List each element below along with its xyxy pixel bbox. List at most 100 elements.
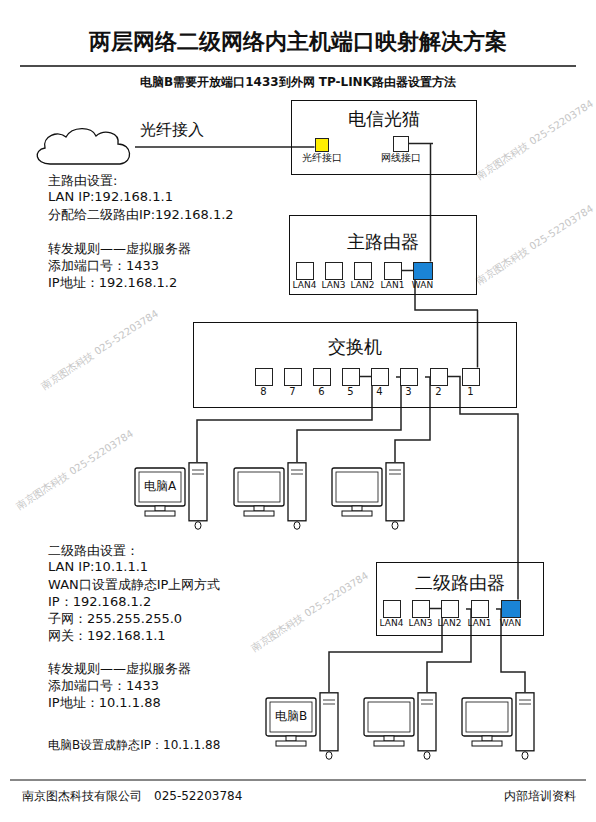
- port-square: LAN4: [296, 262, 314, 280]
- computer: 电脑A: [133, 462, 209, 530]
- port-label: WAN: [500, 619, 521, 628]
- port-label: 6: [318, 387, 324, 397]
- fiber-label: 光纤接入: [140, 120, 204, 141]
- port-label: LAN2: [438, 619, 462, 628]
- setting-note: WAN口设置成静态IP上网方式: [48, 576, 220, 594]
- computer: [266, 693, 338, 760]
- port-square: 5: [342, 368, 360, 386]
- footer-text: 内部培训资料: [504, 788, 576, 805]
- port-label: 7: [289, 387, 295, 397]
- cloud-outline: [37, 129, 129, 164]
- computer: [364, 693, 436, 760]
- cable-connector: [448, 377, 519, 600]
- title: 两层网络二级网络内主机端口映射解决方案: [0, 27, 596, 57]
- port-square: LAN1: [471, 600, 489, 618]
- setting-note: 添加端口号：1433: [48, 677, 159, 695]
- port-label: LAN2: [351, 281, 375, 290]
- port-square: LAN1: [384, 262, 402, 280]
- device-name: 主路由器: [290, 230, 476, 254]
- watermark: 南京图杰科技 025-52203784: [249, 569, 371, 655]
- port-square: LAN3: [412, 600, 430, 618]
- setting-note: 电脑B设置成静态IP：10.1.1.88: [48, 737, 220, 754]
- setting-note: 分配给二级路由IP:192.168.1.2: [48, 206, 234, 224]
- cable-connector: [402, 271, 479, 368]
- port-square: 8: [255, 368, 273, 386]
- wire: [496, 609, 525, 692]
- port-square: 光纤接口: [315, 138, 329, 152]
- setting-note: 转发规则——虚拟服务器: [48, 660, 191, 678]
- cable-connector: [197, 377, 372, 463]
- port-label: 4: [376, 387, 382, 397]
- wire: [395, 377, 430, 462]
- title-rule: [20, 65, 576, 67]
- setting-note: 添加端口号：1433: [48, 257, 159, 275]
- wire: [427, 609, 471, 692]
- computer-label: 电脑B: [270, 708, 312, 725]
- wires: [297, 377, 525, 692]
- port-label: LAN3: [322, 281, 346, 290]
- computer: [234, 463, 306, 530]
- port-label: 2: [435, 387, 441, 397]
- setting-note: 网关：192.168.1.1: [48, 627, 166, 645]
- port-label: 光纤接口: [302, 153, 342, 163]
- port-square: LAN4: [383, 600, 401, 618]
- computer-drawing: [264, 692, 340, 760]
- setting-note: LAN IP:192.168.1.1: [48, 189, 173, 204]
- port-label: LAN1: [381, 281, 405, 290]
- device-name: 电信光猫: [292, 107, 476, 131]
- footer-text: 南京图杰科技有限公司 025-52203784: [22, 788, 242, 805]
- watermark: 南京图杰科技 025-52203784: [474, 202, 596, 288]
- port-square: 7: [284, 368, 302, 386]
- port-square: WAN: [413, 262, 433, 280]
- computer: 电脑B: [264, 692, 340, 760]
- port-label: 1: [467, 387, 473, 397]
- setting-note: 电脑B需要开放端口1433到外网 TP-LINK路由器设置方法: [0, 74, 596, 91]
- port-square: 4: [371, 368, 389, 386]
- setting-note: IP：192.168.1.2: [48, 593, 151, 611]
- device-box: 电信光猫光纤接口网线接口: [291, 100, 477, 175]
- port-square: LAN3: [325, 262, 343, 280]
- port-square: 网线接口: [393, 136, 409, 152]
- port-label: WAN: [412, 281, 433, 290]
- setting-note: IP地址：192.168.1.2: [48, 274, 177, 292]
- watermark: 南京图杰科技 025-52203784: [474, 97, 596, 183]
- watermark: 南京图杰科技 025-52203784: [39, 307, 161, 393]
- port-square: LAN2: [354, 262, 372, 280]
- port-label: 5: [347, 387, 353, 397]
- port-square: LAN2: [441, 600, 459, 618]
- setting-note: IP地址：10.1.1.88: [48, 694, 161, 712]
- watermark: 南京图杰科技 025-52203784: [14, 427, 136, 513]
- port-square: 3: [400, 368, 418, 386]
- computer: [332, 463, 404, 530]
- port-square: WAN: [501, 600, 521, 618]
- port-label: 网线接口: [381, 153, 421, 163]
- port-square: 6: [313, 368, 331, 386]
- computer: [135, 463, 207, 530]
- fiber-cloud: 光纤接入: [30, 124, 135, 170]
- device-box: 二级路由器LAN4LAN3LAN2LAN1WAN: [376, 562, 544, 636]
- device-name: 交换机: [194, 335, 516, 359]
- port-label: LAN3: [409, 619, 433, 628]
- device-box: 交换机87654321: [193, 322, 517, 408]
- port-square: 1: [462, 368, 480, 386]
- device-name: 二级路由器: [377, 571, 543, 595]
- port-label: 8: [260, 387, 266, 397]
- setting-note: 转发规则——虚拟服务器: [48, 240, 191, 258]
- cable-connector: [329, 609, 442, 693]
- port-label: 3: [405, 387, 411, 397]
- cloud-shape: [30, 124, 135, 170]
- setting-note: 子网：255.255.255.0: [48, 610, 182, 628]
- cable-connector: [135, 146, 315, 148]
- port-square: 2: [430, 368, 448, 386]
- setting-note: 二级路由设置：: [48, 542, 139, 560]
- port-label: LAN4: [293, 281, 317, 290]
- setting-note: LAN IP:10.1.1.1: [48, 559, 148, 574]
- device-box: 主路由器LAN4LAN3LAN2LAN1WAN: [289, 215, 477, 295]
- computer: [462, 693, 534, 760]
- port-label: LAN1: [468, 619, 492, 628]
- port-label: LAN4: [380, 619, 404, 628]
- computer-label: 电脑A: [139, 478, 181, 495]
- computer-drawing: [133, 462, 209, 530]
- setting-note: 主路由设置:: [48, 172, 117, 190]
- footer-rule: [10, 780, 586, 781]
